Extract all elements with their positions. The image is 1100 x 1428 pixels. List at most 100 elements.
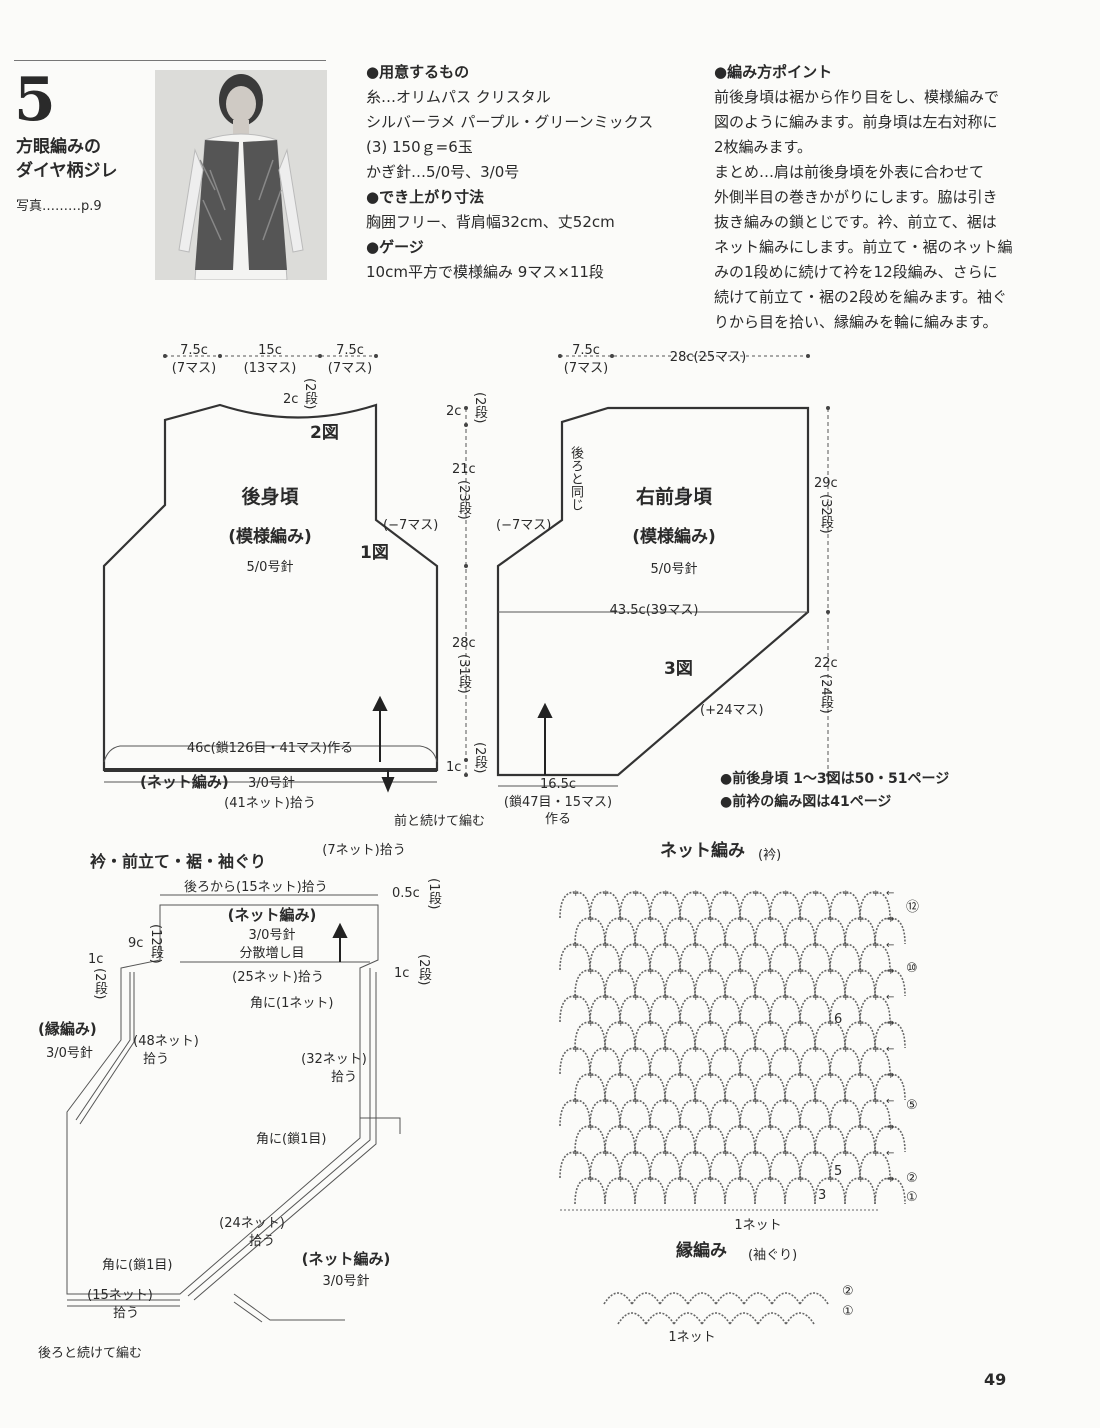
note-body-figures: ●前後身頃 1〜3図は50・51ページ: [720, 771, 950, 787]
edge-row-2: ②: [842, 1284, 854, 1299]
chain-arch: [604, 1073, 636, 1101]
chain-arch: [619, 891, 651, 919]
single-crochet-mark: +: [782, 1149, 790, 1159]
single-crochet-mark: +: [827, 967, 835, 977]
front-width-left-stitches: (7マス): [563, 361, 609, 376]
back-cast-on: 46c(鎖126目・41マス)作る: [186, 741, 354, 756]
single-crochet-mark: +: [887, 1175, 895, 1185]
chain-arch: [589, 943, 621, 971]
pattern-number: 5: [14, 65, 56, 135]
single-crochet-mark: +: [572, 941, 580, 951]
chain-arch: [844, 1021, 876, 1049]
collar-increase: 分散増し目: [239, 946, 305, 961]
collar-height-05: 0.5c: [392, 886, 420, 901]
chain-arch: [799, 1099, 831, 1127]
chain-arch: [649, 995, 681, 1023]
single-crochet-mark: +: [797, 1019, 805, 1029]
chain-arch: [754, 917, 786, 945]
single-crochet-mark: +: [812, 1045, 820, 1055]
single-crochet-mark: +: [707, 1123, 715, 1133]
chain-arch: [844, 917, 876, 945]
chain-arch: [634, 969, 666, 997]
points-line: 前後身頃は裾から作り目をし、模様編みで: [714, 88, 1000, 106]
chain-arch: [739, 1151, 771, 1179]
chain-arch: [874, 1021, 906, 1049]
points-line: 2枚編みます。: [714, 138, 813, 156]
chain-arch: [754, 1177, 786, 1205]
chain-arch: [589, 1151, 621, 1179]
chain-arch: [709, 1151, 741, 1179]
chain-arch: [634, 1021, 666, 1049]
armhole-pick-48-text: 拾う: [142, 1052, 170, 1067]
pattern-title-line1: 方眼編みの: [16, 137, 101, 157]
back-armhole-decrease: (−7マス): [383, 518, 439, 533]
size-text: 胸囲フリー、背肩幅32cm、丈52cm: [366, 213, 615, 231]
materials-qty: (3) 150ｇ=6玉: [366, 138, 473, 156]
single-crochet-mark: +: [827, 1175, 835, 1185]
chain-arch: [574, 1177, 606, 1205]
single-crochet-mark: +: [707, 1019, 715, 1029]
chain-arch: [649, 891, 681, 919]
row-direction-arrow: →: [886, 966, 894, 977]
single-crochet-mark: +: [677, 915, 685, 925]
front-width-right: 28c(25マス): [669, 350, 747, 365]
chain-arch: [739, 891, 771, 919]
chain-arch: [844, 1073, 876, 1101]
points-line: 図のように編みます。前身頃は左右対称に: [714, 113, 998, 131]
model-photo: [155, 70, 327, 280]
single-crochet-mark: +: [752, 889, 760, 899]
chain-arch: [559, 995, 591, 1023]
collar-section-title: 衿・前立て・裾・袖ぐり: [90, 852, 267, 871]
chain-arch: [679, 1151, 711, 1179]
gauge-heading: ●ゲージ: [366, 238, 424, 256]
chain-arch: [619, 1047, 651, 1075]
row-direction-arrow: ←: [886, 940, 894, 951]
hem-pick-24-text: 拾う: [248, 1234, 276, 1249]
collar-height-right: 1c: [394, 966, 410, 981]
hem-continue-back: 後ろと続けて編む: [38, 1346, 143, 1361]
knitting-points-section: ●編み方ポイント 前後身頃は裾から作り目をし、模様編みで 図のように編みます。前…: [714, 60, 1013, 335]
back-neck-depth: 2c: [283, 392, 299, 407]
chain-arch: [874, 917, 906, 945]
single-crochet-mark: +: [677, 1019, 685, 1029]
chain-arch: [619, 1151, 651, 1179]
single-crochet-mark: +: [842, 1149, 850, 1159]
chain-arch: [829, 891, 861, 919]
chain-arch: [604, 1021, 636, 1049]
height-1-rows: (2段): [472, 392, 487, 424]
points-line: ネット編みにします。前立て・裾のネット編: [714, 238, 1013, 256]
front-same-as-back: 後ろと同じ: [568, 446, 583, 511]
single-crochet-mark: +: [872, 1045, 880, 1055]
back-needle-label: 5/0号針: [246, 560, 294, 575]
single-crochet-mark: +: [617, 1019, 625, 1029]
single-crochet-mark: +: [662, 941, 670, 951]
collar-corner-1: 角に(1ネット): [250, 996, 334, 1011]
page-number: 49: [984, 1370, 1007, 1389]
single-crochet-mark: +: [722, 941, 730, 951]
edge-chain-arch: [799, 1292, 829, 1305]
edge-chain-arch: [645, 1312, 675, 1325]
row-direction-arrow: →: [886, 1070, 894, 1081]
chain-arch: [664, 917, 696, 945]
edge-chain-arch: [659, 1292, 689, 1305]
chain-arch: [634, 1177, 666, 1205]
single-crochet-mark: +: [752, 993, 760, 1003]
chain-arch: [709, 943, 741, 971]
single-crochet-mark: +: [737, 1071, 745, 1081]
single-crochet-mark: +: [617, 967, 625, 977]
hem-corner-ch2: 角に(鎖1目): [102, 1258, 173, 1273]
chain-arch: [694, 1125, 726, 1153]
chain-arch: [664, 1177, 696, 1205]
size-heading: ●でき上がり寸法: [366, 188, 485, 206]
single-crochet-mark: +: [857, 1175, 865, 1185]
single-crochet-mark: +: [857, 915, 865, 925]
armhole-edge-label: (縁編み): [38, 1020, 97, 1038]
single-crochet-mark: +: [887, 1123, 895, 1133]
row-direction-arrow: ←: [886, 992, 894, 1003]
chain-arch: [784, 969, 816, 997]
single-crochet-mark: +: [782, 941, 790, 951]
collar-pick-top: (7ネット)拾う: [322, 843, 406, 858]
single-crochet-mark: +: [602, 889, 610, 899]
back-net-label: (ネット編み): [140, 773, 229, 791]
chain-arch: [874, 969, 906, 997]
